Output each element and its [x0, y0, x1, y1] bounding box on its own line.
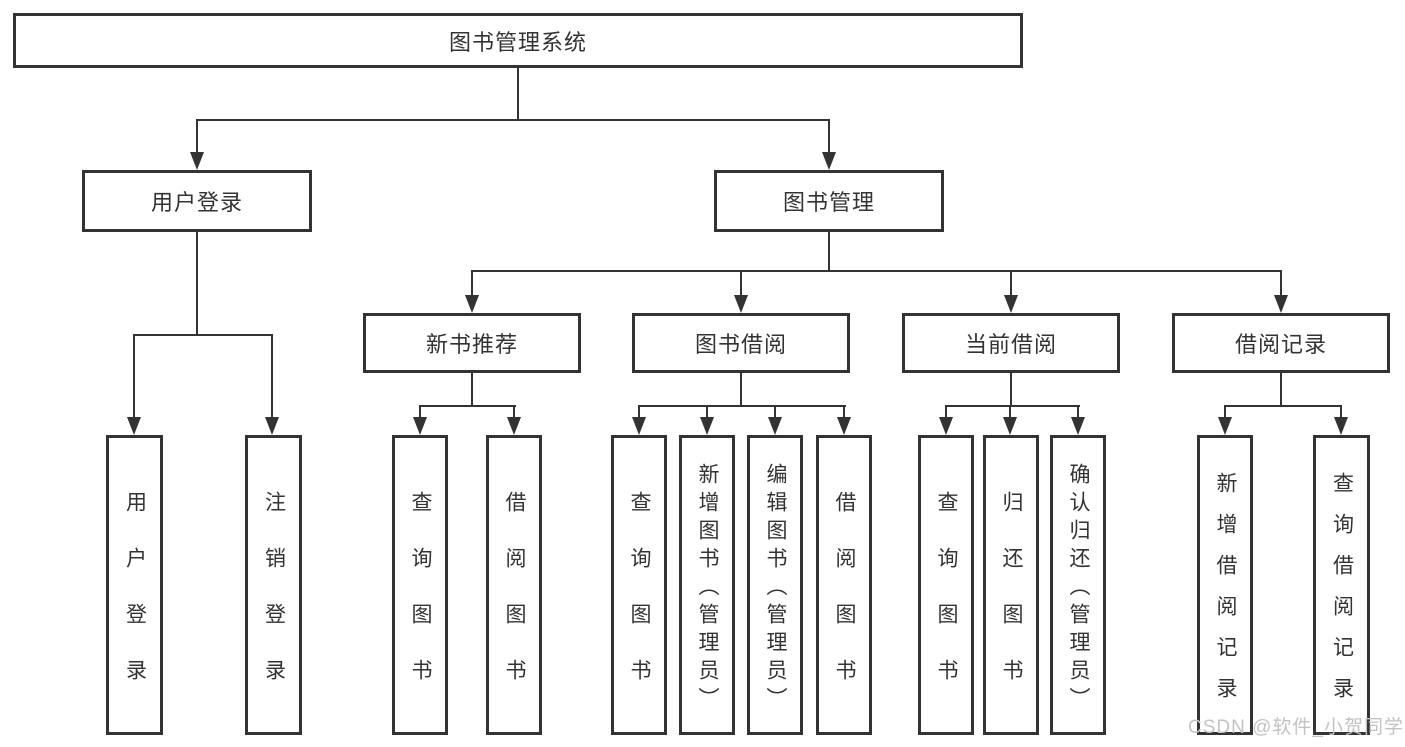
- leaf-label: 查询借阅记录: [1330, 472, 1354, 718]
- node-borrowing-records: 借阅记录: [1172, 313, 1390, 373]
- connector-leaf-stem: [513, 405, 515, 419]
- leaf-label: 查询图书: [409, 490, 432, 715]
- arrow-down-icon: [1274, 295, 1288, 313]
- connector-leaf-hline: [638, 405, 846, 407]
- arrow-down-icon: [265, 417, 279, 435]
- leaf-query-books-borrowing: 查询图书: [611, 435, 667, 735]
- node-label: 图书管理: [782, 190, 875, 215]
- node-library-management-system: 图书管理系统: [13, 13, 1023, 68]
- connector-leaf-stem: [774, 405, 776, 419]
- node-new-book-recommend: 新书推荐: [363, 313, 581, 373]
- leaf-add-books-admin: 新增图书（管理员）: [679, 435, 735, 735]
- connector-leaf-stem: [1009, 405, 1011, 419]
- leaf-label: 确认归还（管理员）: [1067, 462, 1090, 715]
- connector-level3-hline: [471, 270, 1282, 272]
- leaf-logout: 注销登录: [245, 435, 302, 735]
- arrow-down-icon: [1334, 417, 1348, 435]
- arrow-down-icon: [1218, 417, 1232, 435]
- arrow-down-icon: [1071, 417, 1085, 435]
- leaf-query-books-recommend: 查询图书: [392, 435, 448, 735]
- leaf-label: 新增图书（管理员）: [696, 462, 719, 715]
- node-label: 用户登录: [150, 190, 243, 215]
- leaf-label: 归还图书: [1000, 490, 1023, 715]
- arrow-down-icon: [768, 417, 782, 435]
- leaf-user-login: 用户登录: [106, 435, 163, 735]
- leaf-label: 新增借阅记录: [1214, 472, 1237, 718]
- node-book-borrowing: 图书借阅: [632, 313, 850, 373]
- leaf-add-borrow-record: 新增借阅记录: [1197, 435, 1253, 735]
- connector-section-stem: [471, 270, 473, 298]
- arrow-down-icon: [1003, 417, 1017, 435]
- arrow-down-icon: [465, 295, 479, 313]
- leaf-query-books-current: 查询图书: [918, 435, 974, 735]
- leaf-return-books: 归还图书: [983, 435, 1039, 735]
- leaf-label: 注销登录: [262, 490, 286, 715]
- connector-section-down: [471, 372, 473, 407]
- connector-leaf-stem: [419, 405, 421, 419]
- connector-section-stem: [1010, 270, 1012, 298]
- arrow-down-icon: [413, 417, 427, 435]
- leaf-label: 编辑图书（管理员）: [764, 462, 787, 715]
- connector-level2-hline: [196, 119, 830, 121]
- connector-leaf-stem: [843, 405, 845, 419]
- arrow-down-icon: [700, 417, 714, 435]
- connector-section-down: [1010, 372, 1012, 407]
- connector-leaf-stem: [706, 405, 708, 419]
- connector-leaf-stem: [1077, 405, 1079, 419]
- connector-leaf-stem: [133, 334, 135, 420]
- arrow-down-icon: [507, 417, 521, 435]
- connector-book-mgmt-stem: [828, 119, 830, 155]
- connector-leaf-hline: [1224, 405, 1342, 407]
- node-user-login: 用户登录: [82, 170, 312, 232]
- node-label: 借阅记录: [1234, 332, 1327, 357]
- connector-section-down: [1280, 372, 1282, 407]
- arrow-down-icon: [939, 417, 953, 435]
- arrow-down-icon: [632, 417, 646, 435]
- arrow-down-icon: [1004, 295, 1018, 313]
- leaf-borrow-books: 借阅图书: [816, 435, 872, 735]
- arrow-down-icon: [127, 417, 141, 435]
- node-label: 图书借阅: [694, 332, 787, 357]
- node-label: 图书管理系统: [448, 29, 587, 55]
- connector-leaf-stem: [1340, 405, 1342, 419]
- leaf-label: 查询图书: [628, 490, 651, 715]
- csdn-watermark: CSDN @软件_小贺同学: [1188, 717, 1404, 738]
- node-book-management: 图书管理: [714, 170, 944, 232]
- arrow-down-icon: [190, 152, 204, 170]
- arrow-down-icon: [837, 417, 851, 435]
- arrow-down-icon: [734, 295, 748, 313]
- connector-section-stem: [1280, 270, 1282, 298]
- connector-root-stem: [517, 66, 519, 121]
- node-current-borrowing: 当前借阅: [902, 313, 1120, 373]
- leaf-borrow-books-recommend: 借阅图书: [486, 435, 542, 735]
- connector-mgmt-stem: [828, 231, 830, 272]
- leaf-label: 借阅图书: [503, 490, 526, 715]
- leaf-edit-books-admin: 编辑图书（管理员）: [747, 435, 803, 735]
- node-label: 当前借阅: [964, 332, 1057, 357]
- connector-leaf-stem: [271, 334, 273, 420]
- connector-section-stem: [740, 270, 742, 298]
- connector-user-login-stem: [196, 119, 198, 155]
- connector-section-down: [740, 372, 742, 407]
- connector-leaf-hline: [945, 405, 1080, 407]
- arrow-down-icon: [822, 152, 836, 170]
- connector-login-hline: [133, 334, 273, 336]
- connector-leaf-stem: [1224, 405, 1226, 419]
- leaf-label: 借阅图书: [833, 490, 856, 715]
- leaf-confirm-return-admin: 确认归还（管理员）: [1050, 435, 1106, 735]
- leaf-query-borrow-record: 查询借阅记录: [1313, 435, 1370, 735]
- connector-leaf-stem: [638, 405, 640, 419]
- leaf-label: 查询图书: [935, 490, 958, 715]
- node-label: 新书推荐: [425, 332, 518, 357]
- connector-login-stem: [196, 231, 198, 336]
- connector-leaf-stem: [945, 405, 947, 419]
- leaf-label: 用户登录: [123, 490, 147, 715]
- connector-leaf-hline: [419, 405, 516, 407]
